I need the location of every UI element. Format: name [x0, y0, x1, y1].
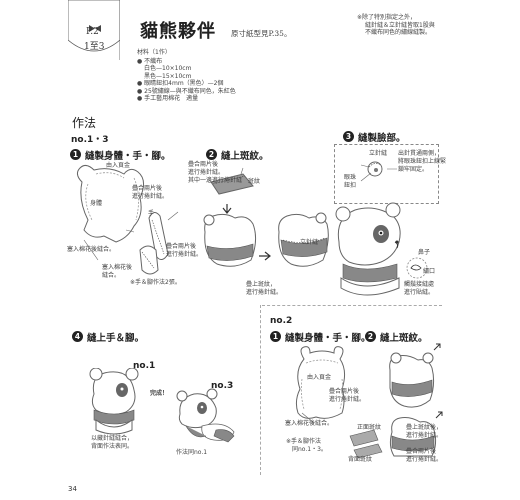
- callout: 將眼珠鈕扣上線緊: [398, 158, 447, 165]
- callout: 疊上斑紋，: [246, 281, 277, 288]
- label-nose: 鼻子: [418, 249, 431, 256]
- label-button: 鈕扣: [344, 182, 357, 189]
- callout: 進行捲針縫。: [329, 396, 366, 403]
- callout: 疊合兩片後: [166, 243, 197, 250]
- materials-item: ● 25號繡線—與不織布同色，朱紅色: [137, 87, 236, 95]
- step-4-illustration-no1: [80, 367, 150, 442]
- callout: 疊合兩片後: [329, 388, 360, 395]
- step-2-title: 縫上斑紋。: [221, 151, 269, 162]
- note-limbs-no2: 同no.1・3。: [292, 446, 327, 453]
- label-back-band: 背面斑紋: [348, 456, 373, 463]
- callout: 以藏針縫縫合，: [91, 435, 134, 442]
- callout: 進行捲針縫。: [246, 289, 283, 296]
- callout: 進行捲針縫。: [406, 432, 443, 439]
- materials-list: 材料（1作） ● 不織布 白色—10×10cm 黑色—15×10cm ● 眼睛鈕…: [137, 49, 236, 103]
- callout: 觸鬚接縫處: [404, 281, 435, 288]
- callout: 由入頁金: [307, 374, 332, 381]
- variant-label: no.3: [211, 381, 234, 391]
- callout: 作法同no.1: [176, 449, 208, 456]
- step-4-illustration-no3: [168, 388, 248, 452]
- variant-label: no.1: [133, 361, 156, 371]
- step-1-illustration: [64, 160, 189, 309]
- callout: 進行捲針縫。: [132, 193, 169, 200]
- no2-step-1-number: 1: [270, 331, 281, 342]
- step-3-number: 3: [343, 131, 354, 142]
- note-limbs-no2: ※手＆腳作法: [286, 438, 322, 445]
- complete-label: 完成！: [150, 390, 169, 397]
- step-2-illustration: [195, 160, 345, 304]
- callout: 出針貫通兩側，: [398, 150, 441, 157]
- note-line: 縫針縫＆立針縫皆取1股與: [365, 21, 435, 29]
- callout: 其中一邊進行捲針縫: [188, 177, 243, 184]
- page-code: P.2: [86, 27, 99, 37]
- materials-item: ● 手工藝用棉花 適量: [137, 95, 199, 102]
- step-4-title: 縫上手＆腳。: [87, 333, 145, 344]
- step-3-title: 縫製臉部。: [358, 133, 406, 144]
- callout: 塞入棉花後: [102, 264, 133, 271]
- materials-item: ● 不織布: [137, 57, 163, 65]
- label-mouth: 繡口: [423, 268, 436, 275]
- no2-step-2-number: 2: [365, 331, 376, 342]
- note-line: 不織布同色的繡線縫製。: [365, 29, 432, 36]
- step-1-title: 縫製身體・手・腳。: [85, 151, 171, 162]
- step-3-illustration: [325, 198, 435, 312]
- callout: 進行捲針縫。: [166, 251, 203, 258]
- materials-item: ● 眼睛鈕扣4mm（黑色）—2個: [137, 80, 224, 87]
- section-divider-vertical: [260, 305, 261, 475]
- label-hand: 手: [148, 210, 155, 217]
- step-4-number: 4: [72, 331, 83, 342]
- materials-heading: 材料（1作）: [137, 49, 171, 56]
- label-front-band: 正面斑紋: [357, 424, 382, 431]
- callout: 進行捲針縫。: [188, 169, 225, 176]
- note-limbs: ※手＆腳作法2張。: [130, 279, 181, 286]
- page-number: 34: [68, 485, 77, 493]
- general-note: ※除了特別指定之外， 縫針縫＆立針縫皆取1股與 不織布同色的繡線縫製。: [357, 14, 435, 37]
- bow-icon: [89, 17, 101, 36]
- label-band: 斑紋: [248, 178, 261, 185]
- materials-item: 白色—10×10cm: [144, 65, 192, 72]
- callout: 塞入棉花後縫合。: [285, 420, 334, 427]
- materials-item: 黑色—15×10cm: [144, 72, 192, 80]
- callout: 進行捲針縫。: [406, 456, 443, 463]
- callout: 背面作法表同。: [91, 443, 134, 450]
- page-title: 貓熊夥伴: [140, 21, 216, 42]
- face-detail-box: [334, 144, 439, 204]
- note-line: ※除了特別指定之外，: [357, 14, 417, 21]
- no2-step-2-illustration: [348, 340, 448, 464]
- callout: 塞入棉花後縫合。: [67, 246, 116, 253]
- no2-step-2-title: 縫上斑紋。: [380, 333, 428, 344]
- section-label-no2: no.2: [270, 316, 293, 326]
- section-divider: [262, 305, 442, 306]
- step-1-number: 1: [70, 149, 81, 160]
- section-title: 作法: [72, 116, 97, 130]
- no2-step-1-illustration: [288, 345, 358, 434]
- step-2-number: 2: [206, 149, 217, 160]
- label-eye: 眼珠: [344, 174, 357, 181]
- no2-step-1-title: 縫製身體・手・腳。: [285, 333, 371, 344]
- callout: 疊合兩片後: [188, 161, 219, 168]
- callout: 進行貼縫。: [404, 289, 435, 296]
- page-range: 1至3: [84, 42, 105, 52]
- pattern-reference: 原寸紙型見P.35。: [231, 29, 292, 38]
- callout: 疊合兩片後: [406, 448, 437, 455]
- callout: 由入頁金: [106, 162, 131, 169]
- callout: 立針縫: [369, 150, 388, 157]
- callout: 鎖牢固定。: [398, 166, 429, 173]
- callout: 疊合兩片後: [132, 185, 163, 192]
- label-stitch: 立針縫: [300, 239, 319, 246]
- callout: 疊上斑紋後，: [406, 424, 443, 431]
- callout: 縫合。: [102, 272, 121, 279]
- label-body: 身體: [90, 200, 103, 207]
- section-label-no13: no.1・3: [71, 135, 109, 145]
